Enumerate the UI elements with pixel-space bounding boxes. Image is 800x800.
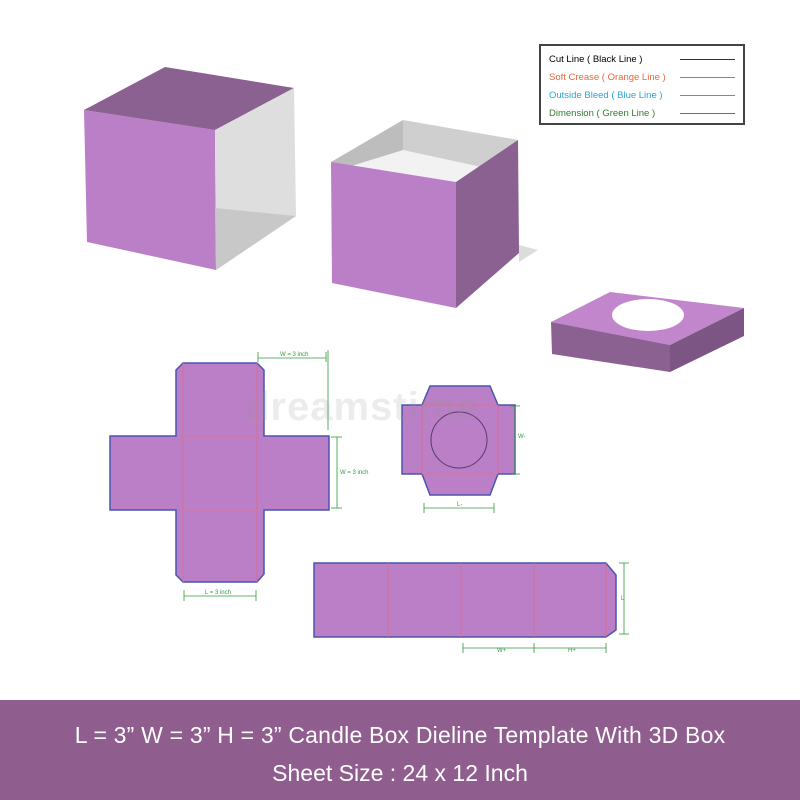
banner-title: L = 3” W = 3” H = 3” Candle Box Dieline … xyxy=(74,722,726,748)
base-box-3d xyxy=(331,120,538,308)
lid-box-3d xyxy=(84,67,296,270)
banner-sheet-size: Sheet Size : 24 x 12 Inch xyxy=(272,760,528,786)
dim-insert-w: W- xyxy=(518,434,526,440)
dim-cross-top-w: W = 3 inch xyxy=(280,352,309,358)
title-banner: L = 3” W = 3” H = 3” Candle Box Dieline … xyxy=(0,700,800,800)
dim-cross-bottom-l: L = 3 inch xyxy=(205,590,231,596)
cross-dieline xyxy=(109,350,342,601)
legend-label-crease: Soft Crease ( Orange Line ) xyxy=(549,71,666,83)
dim-cross-right-w: W = 3 inch xyxy=(340,470,369,476)
legend-swatch-dimension xyxy=(680,112,735,114)
strip-dieline xyxy=(313,562,629,653)
legend-swatch-bleed xyxy=(680,94,735,96)
legend-row-crease: Soft Crease ( Orange Line ) xyxy=(549,68,735,86)
legend-label-cut: Cut Line ( Black Line ) xyxy=(549,53,643,65)
dim-strip-l: L xyxy=(621,596,625,602)
watermark: dreamstime xyxy=(245,385,480,429)
dim-insert-l: L- xyxy=(457,502,462,508)
legend-swatch-crease xyxy=(680,76,735,78)
insert-dieline xyxy=(401,385,520,513)
legend-row-dimension: Dimension ( Green Line ) xyxy=(549,104,735,122)
legend-row-cut: Cut Line ( Black Line ) xyxy=(549,50,735,68)
legend-label-bleed: Outside Bleed ( Blue Line ) xyxy=(549,89,663,101)
insert-tray-3d xyxy=(551,292,744,372)
legend-swatch-cut xyxy=(680,58,735,60)
dim-strip-h: H+ xyxy=(568,648,576,654)
line-legend: Cut Line ( Black Line ) Soft Crease ( Or… xyxy=(539,44,745,125)
dieline-illustration: W = 3 inch W = 3 inch L = 3 inch W- L- L… xyxy=(84,67,744,654)
dim-strip-w: W+ xyxy=(497,648,507,654)
legend-row-bleed: Outside Bleed ( Blue Line ) xyxy=(549,86,735,104)
legend-label-dimension: Dimension ( Green Line ) xyxy=(549,107,656,119)
